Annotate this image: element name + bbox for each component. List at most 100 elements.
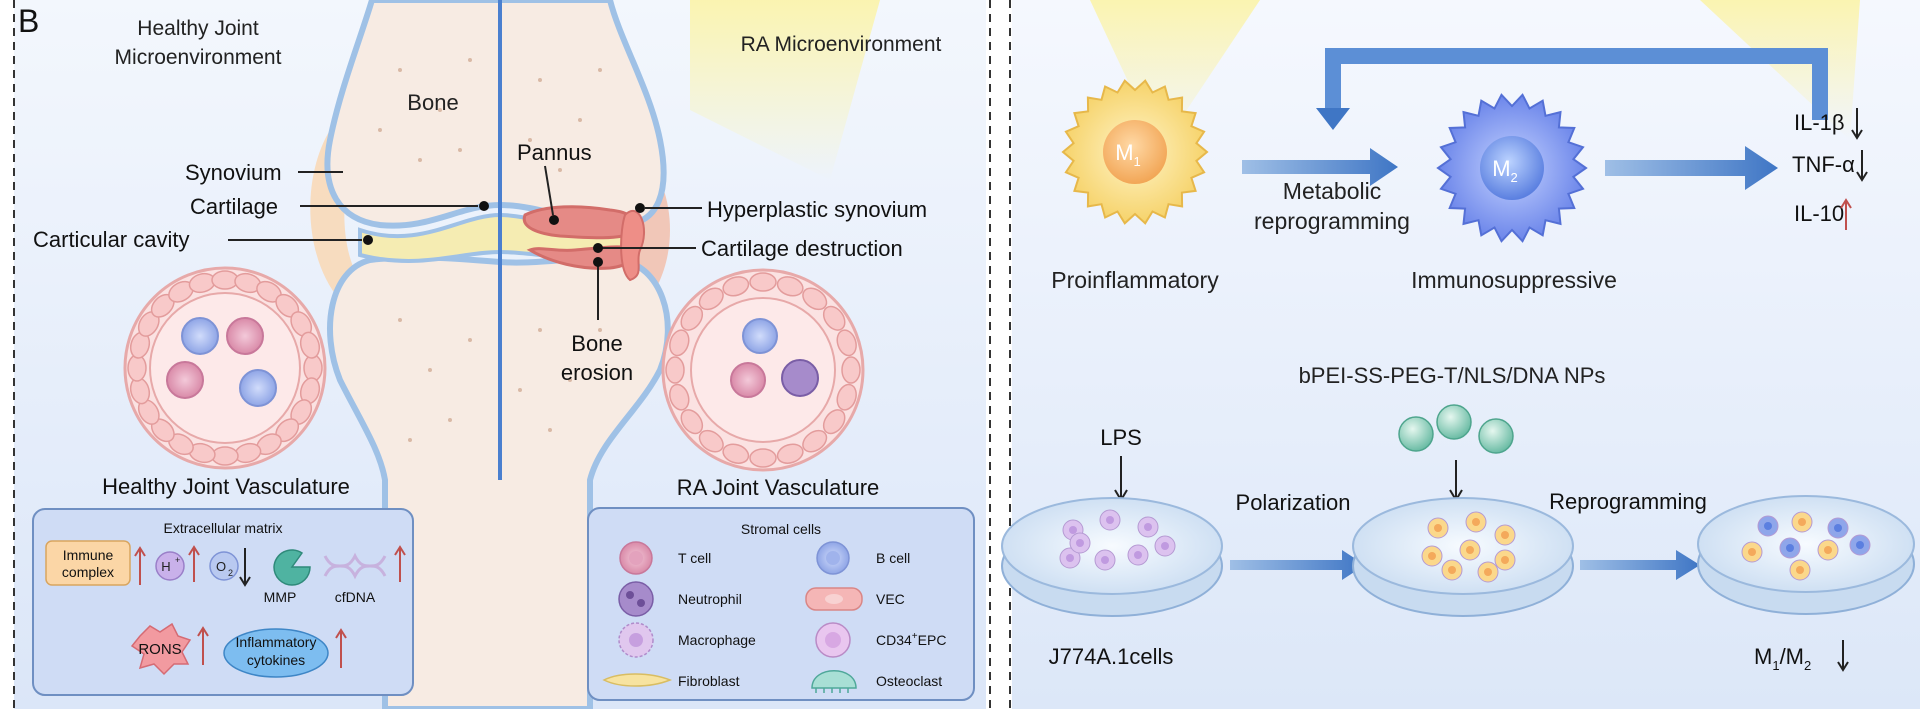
h-ion-up-arrow [188,545,200,582]
ratio-label: M1/M2 [1754,644,1811,673]
immune-complex-line1: Immune [63,547,114,563]
m2-dish-cell-core [1786,544,1794,552]
cd34-epc-label: CD34+EPC [876,631,946,648]
ratio-down-arrow [1837,640,1849,672]
m1-dish-cell-core [1466,546,1474,554]
cytokine-output-arrow [1605,146,1778,190]
m2-label: M2 [1492,156,1518,185]
ra-endothelial-cell [776,276,804,297]
ra-endothelial-cell [698,429,724,453]
pannus-tissue [522,205,638,240]
neutrophil-label: Neutrophil [678,591,742,607]
cfdna-icon [323,552,387,580]
mmp-label: MMP [264,589,297,605]
cartilage-label: Cartilage [190,194,278,219]
fibroblast-label: Fibroblast [678,673,740,689]
mac-dish-cell-core [1106,516,1114,524]
ra-endothelial-cell [680,409,704,435]
m1-macrophage: M1 [1061,79,1209,225]
ra-endothelial-cell [841,356,861,384]
ra-endothelial-cell [669,329,690,357]
healthy-t-cell-1 [226,317,264,355]
lps-label: LPS [1100,425,1142,450]
m1-label: M1 [1115,140,1141,169]
il10-label: IL-10 [1794,201,1844,226]
healthy-vessel-endothelium [127,270,323,466]
cd34-text: CD34 [876,632,912,648]
immune-complex-box [45,540,131,586]
immune-complex-up-arrow [134,546,146,585]
bone-pores [378,58,602,442]
rons-label: RONS [138,641,181,658]
ra-vessel [661,268,865,472]
panel-label: B [18,3,39,39]
immunosuppressive-label: Immunosuppressive [1411,267,1617,293]
il1b-down-arrow [1851,108,1863,140]
ra-endothelial-cell [776,443,804,464]
ra-endothelial-cell [669,383,690,411]
healthy-endothelial-cell [303,354,323,382]
m1-dish-cell-core [1428,552,1436,560]
m2-dish-cell-core [1856,541,1864,549]
il1b-label: IL-1β [1794,110,1845,135]
m1-dish-cell-core [1501,531,1509,539]
dish-2 [1352,497,1574,617]
m1-dish-cell-core [1472,518,1480,526]
ra-endothelial-cell [698,287,724,311]
mac-dish-cell-core [1161,542,1169,550]
cfdna-up-arrow [394,545,406,582]
healthy-endothelial-cell [299,331,321,359]
healthy-t-cell-2 [166,361,204,399]
ra-b-cell [742,318,778,354]
ecm-title: Extracellular matrix [163,520,282,536]
ra-endothelial-cell [665,356,685,384]
fibroblast-icon [602,673,673,687]
metabolic-line1: Metabolic [1283,178,1381,204]
ra-endothelial-cell [836,329,857,357]
ra-neutrophil [781,359,819,397]
stromal-title: Stromal cells [741,521,821,537]
neutrophil-icon [618,581,654,617]
rons-icon [130,622,192,676]
nanoparticles [1398,404,1514,454]
hyperplastic-marker [635,203,645,213]
mac-dish-cell-core [1076,539,1084,547]
immune-complex-line2: complex [62,564,114,580]
mac-dish-cell-core [1101,556,1109,564]
oxygen-label: O [216,559,226,574]
oxygen-icon [209,551,239,581]
ecm-legend: Extracellular matrix Immune complex H + … [32,508,414,696]
cartilage-destruction-marker [593,243,603,253]
h-ion-icon [155,551,185,581]
cartilage-marker [479,201,489,211]
ra-vasculature-label: RA Joint Vasculature [677,475,880,500]
healthy-vessel [123,266,327,470]
cavity-label: Carticular cavity [33,227,189,252]
m1-dish-cell-core [1824,546,1832,554]
dish-3 [1697,495,1915,615]
osteoclast-label: Osteoclast [876,673,942,689]
healthy-vasculature-label: Healthy Joint Vasculature [102,474,350,499]
cytokines-icon [223,628,329,678]
tnfa-down-arrow [1856,150,1868,182]
bone-erosion-line2: erosion [561,360,633,385]
m1-dish-cell-core [1434,524,1442,532]
bone-erosion-line1: Bone [571,331,622,356]
healthy-endothelial-cell [211,446,239,466]
m1-dish-cell-core [1448,566,1456,574]
cavity-marker [363,235,373,245]
polarization-label: Polarization [1236,490,1351,515]
m1-dish-cell-core [1796,566,1804,574]
bone-label: Bone [407,90,458,115]
healthy-title-line2: Microenvironment [115,46,282,69]
ra-title: RA Microenvironment [741,33,942,56]
cd34-sup: + [912,631,918,642]
h-ion-label: H [161,559,170,574]
bone-upper [324,0,667,229]
oxygen-sub: 2 [228,568,233,578]
ra-t-cell [730,362,766,398]
osteoclast-icon [811,670,857,689]
hyperplastic-label: Hyperplastic synovium [707,197,927,222]
ra-endothelial-cell [722,276,750,297]
